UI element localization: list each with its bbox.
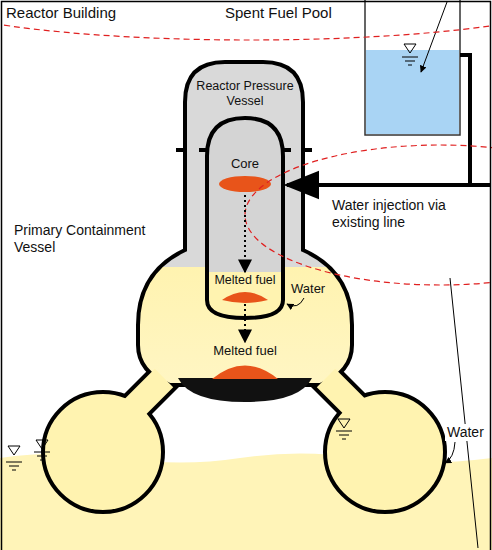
fuel-region: Melted fuel	[205, 273, 285, 303]
core-label: Core	[222, 156, 268, 172]
dotted-arrow	[244, 195, 246, 272]
pressure-vessel	[207, 118, 283, 318]
pool-region: Spent Fuel Pool	[222, 4, 362, 136]
melted-fuel-blob	[212, 366, 278, 380]
leader-line	[450, 278, 478, 548]
core-fuel	[219, 176, 271, 192]
pool-water	[366, 50, 459, 134]
fuel-region: Melted fuel	[200, 343, 290, 383]
containment-vessel	[138, 62, 352, 385]
vessel-region: CoreMelted fuel Reactor Pressure Vessel	[190, 79, 300, 322]
vent-pipe	[116, 378, 164, 426]
containment-region: CoreMelted fuel Reactor Pressure VesselMe…	[10, 60, 355, 405]
pool-wall	[365, 0, 460, 135]
pool-label: Spent Fuel Pool	[225, 4, 362, 22]
injection-arrow	[421, 2, 447, 72]
injection-pipe	[287, 183, 490, 187]
fuel-label: Melted fuel	[200, 343, 290, 359]
building-label: Reactor Building	[6, 4, 206, 22]
vessel-label: Reactor Pressure Vessel	[190, 79, 300, 109]
water-level-symbol	[6, 446, 22, 470]
core-region: Core	[222, 156, 268, 194]
containment-label: Primary Containment Vessel	[14, 222, 169, 256]
dotted-arrow	[244, 304, 246, 342]
water-level-symbol	[34, 440, 50, 460]
highlight-ellipse	[0, 0, 492, 40]
fuel-label: Melted fuel	[205, 273, 285, 288]
pedestal	[178, 378, 312, 402]
water-level-symbol	[402, 57, 418, 65]
annotation: Water injection via existing line	[332, 197, 464, 231]
water-label: Water	[445, 424, 486, 441]
melted-fuel-blob	[222, 292, 268, 303]
water-level-symbol	[404, 44, 416, 53]
water-arrow	[287, 298, 304, 306]
water-arrow	[445, 442, 455, 463]
injection-pipe	[460, 55, 470, 185]
water-level-symbol	[336, 419, 352, 439]
highlight-ellipse	[245, 145, 492, 285]
water-label: Water	[291, 281, 325, 297]
